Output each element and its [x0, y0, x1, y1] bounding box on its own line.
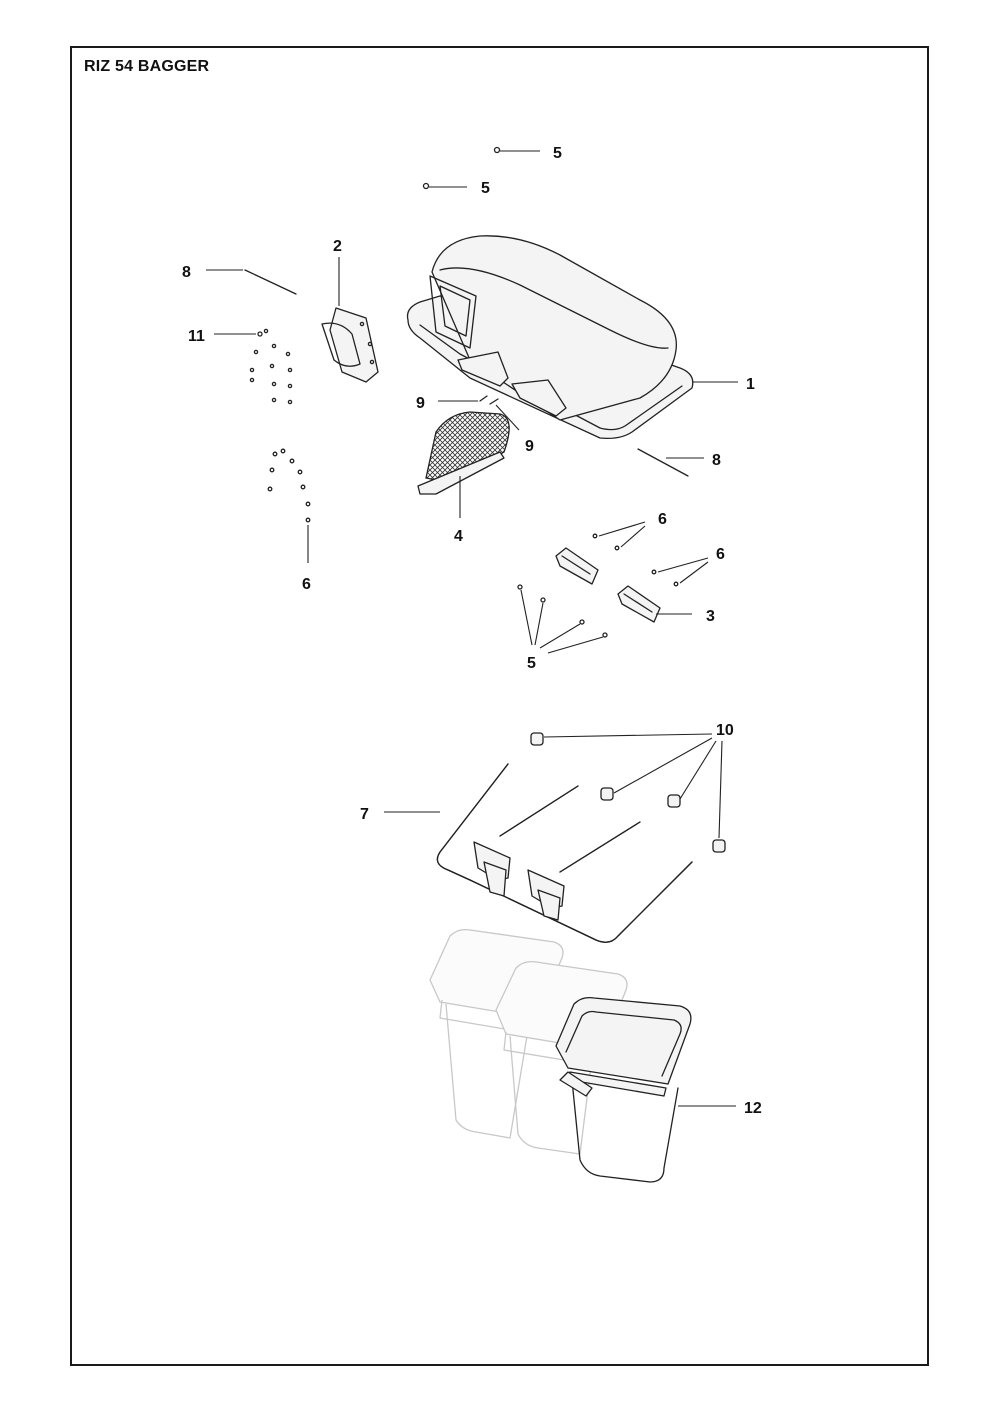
support-frame: [384, 763, 693, 943]
callout-8-right: 8: [712, 452, 721, 469]
callout-4: 4: [454, 528, 463, 545]
callout-6-left: 6: [302, 576, 311, 593]
end-caps-10: [530, 732, 726, 853]
callout-8-left: 8: [182, 264, 191, 281]
chute-adapter: [321, 257, 379, 383]
page-title: RIZ 54 BAGGER: [84, 58, 210, 75]
bolts-11: [214, 328, 293, 405]
nuts-6-right-a: [592, 521, 646, 551]
brackets-3: [555, 547, 692, 623]
callout-10: 10: [716, 722, 734, 739]
callout-9-a: 9: [416, 395, 425, 412]
bag-12: [555, 996, 736, 1183]
callout-6-right-b: 6: [716, 546, 725, 563]
nuts-6-left: [267, 448, 311, 563]
screw-5-top-b: [422, 182, 467, 190]
callout-7: 7: [360, 806, 369, 823]
bagger-lid: [406, 235, 738, 440]
callout-9-b: 9: [525, 438, 534, 455]
callout-12: 12: [744, 1100, 762, 1117]
drawing-frame: [70, 46, 929, 1366]
pins-9: [438, 395, 520, 431]
callout-1: 1: [746, 376, 755, 393]
callout-5-top-a: 5: [553, 145, 562, 162]
rod-8-left: [206, 269, 297, 295]
callout-6-right-a: 6: [658, 511, 667, 528]
mesh-screen: [417, 411, 510, 518]
screw-5-top-a: [493, 146, 540, 154]
callout-3: 3: [706, 608, 715, 625]
rod-8-right: [637, 448, 704, 477]
callout-2: 2: [333, 238, 342, 255]
nuts-6-right-b: [651, 557, 709, 587]
callout-5-top-b: 5: [481, 180, 490, 197]
callout-11: 11: [188, 328, 205, 345]
callout-5-lower: 5: [527, 655, 536, 672]
screws-5-lower: [517, 584, 608, 654]
